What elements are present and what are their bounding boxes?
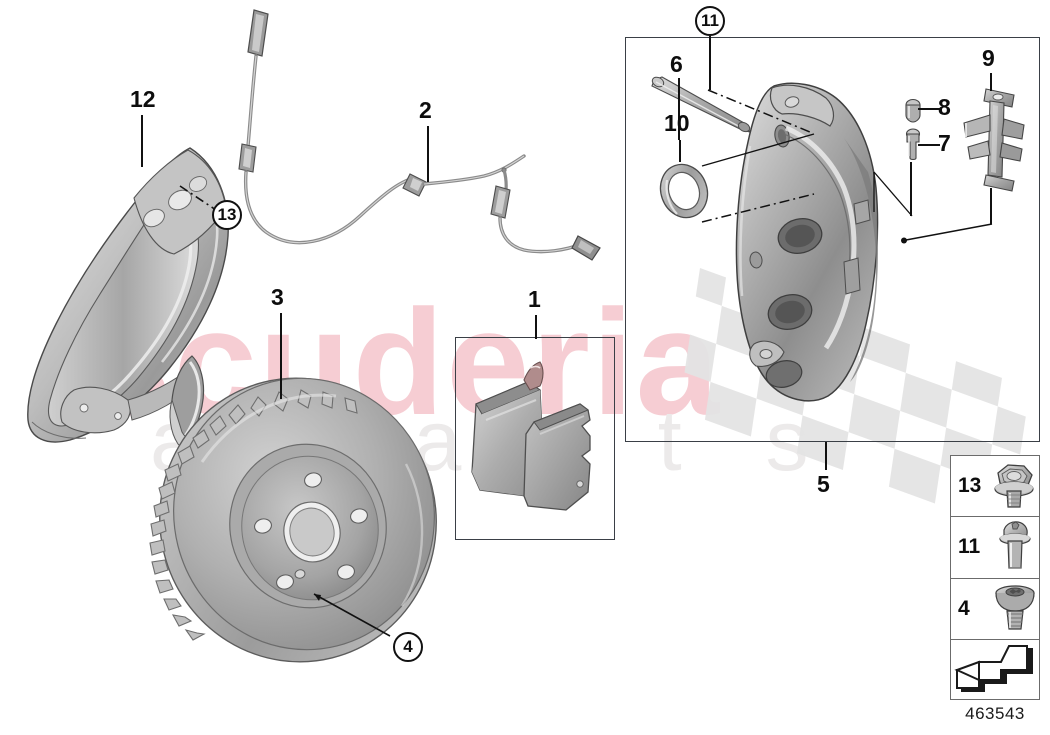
brake-pad-wear-sensor	[238, 9, 601, 261]
leader-12	[141, 115, 143, 167]
label-6: 6	[670, 51, 683, 77]
leader-7-drop	[910, 162, 912, 216]
leader-7-to-caliper	[873, 171, 913, 217]
callout-4-circle: 4	[393, 632, 423, 662]
pad-retaining-spring-clip	[963, 88, 1025, 192]
caliper-guide-pin	[651, 76, 752, 133]
leader-13	[179, 185, 217, 211]
bleed-screw-dust-cap	[905, 98, 921, 123]
label-3: 3	[271, 284, 284, 310]
leader-11-to-caliper	[707, 89, 811, 133]
legend-number-11: 11	[958, 535, 981, 559]
brake-pad-set	[471, 361, 591, 511]
legend-row-11: 11	[951, 517, 1039, 579]
torx-shoulder-bolt-icon	[984, 517, 1039, 577]
leader-9	[990, 73, 992, 91]
legend-row-direction	[951, 640, 1039, 701]
direction-arrow-icon	[951, 640, 1039, 701]
leader-7	[918, 144, 940, 146]
leader-9-bottom	[990, 188, 992, 224]
leader-6-to-caliper	[701, 133, 815, 167]
label-2: 2	[419, 97, 432, 123]
fastener-legend: 13	[950, 455, 1040, 700]
leader-2	[427, 126, 429, 182]
label-12: 12	[130, 86, 156, 112]
legend-row-4: 4	[951, 579, 1039, 640]
caliper-seal-ring	[659, 163, 709, 219]
legend-row-13: 13	[951, 456, 1039, 518]
label-7: 7	[938, 130, 951, 156]
leader-8	[918, 108, 940, 110]
legend-number-4: 4	[958, 596, 970, 620]
ventilated-brake-disc	[149, 377, 437, 663]
callout-11-circle: 11	[695, 6, 725, 36]
bleed-screw	[905, 128, 921, 161]
label-9: 9	[982, 45, 995, 71]
leader-6	[678, 78, 680, 140]
hex-flange-bolt-icon	[984, 456, 1039, 516]
leader-9-to-caliper	[901, 223, 993, 244]
label-8: 8	[938, 94, 951, 120]
brake-dust-shield	[27, 147, 229, 443]
leader-10	[679, 140, 681, 162]
leader-11-vert	[709, 36, 711, 90]
diagram-part-number: 463543	[965, 704, 1025, 723]
label-10: 10	[664, 110, 690, 136]
countersunk-disc-screw-icon	[984, 579, 1039, 639]
leader-10-to-caliper	[701, 193, 815, 223]
legend-number-13: 13	[958, 474, 982, 498]
leader-4	[313, 593, 391, 637]
leader-3	[280, 313, 282, 399]
leader-1	[535, 315, 537, 339]
callout-13-circle: 13	[212, 200, 242, 230]
label-1: 1	[528, 286, 541, 312]
leader-5	[825, 442, 827, 470]
label-5: 5	[817, 471, 830, 497]
